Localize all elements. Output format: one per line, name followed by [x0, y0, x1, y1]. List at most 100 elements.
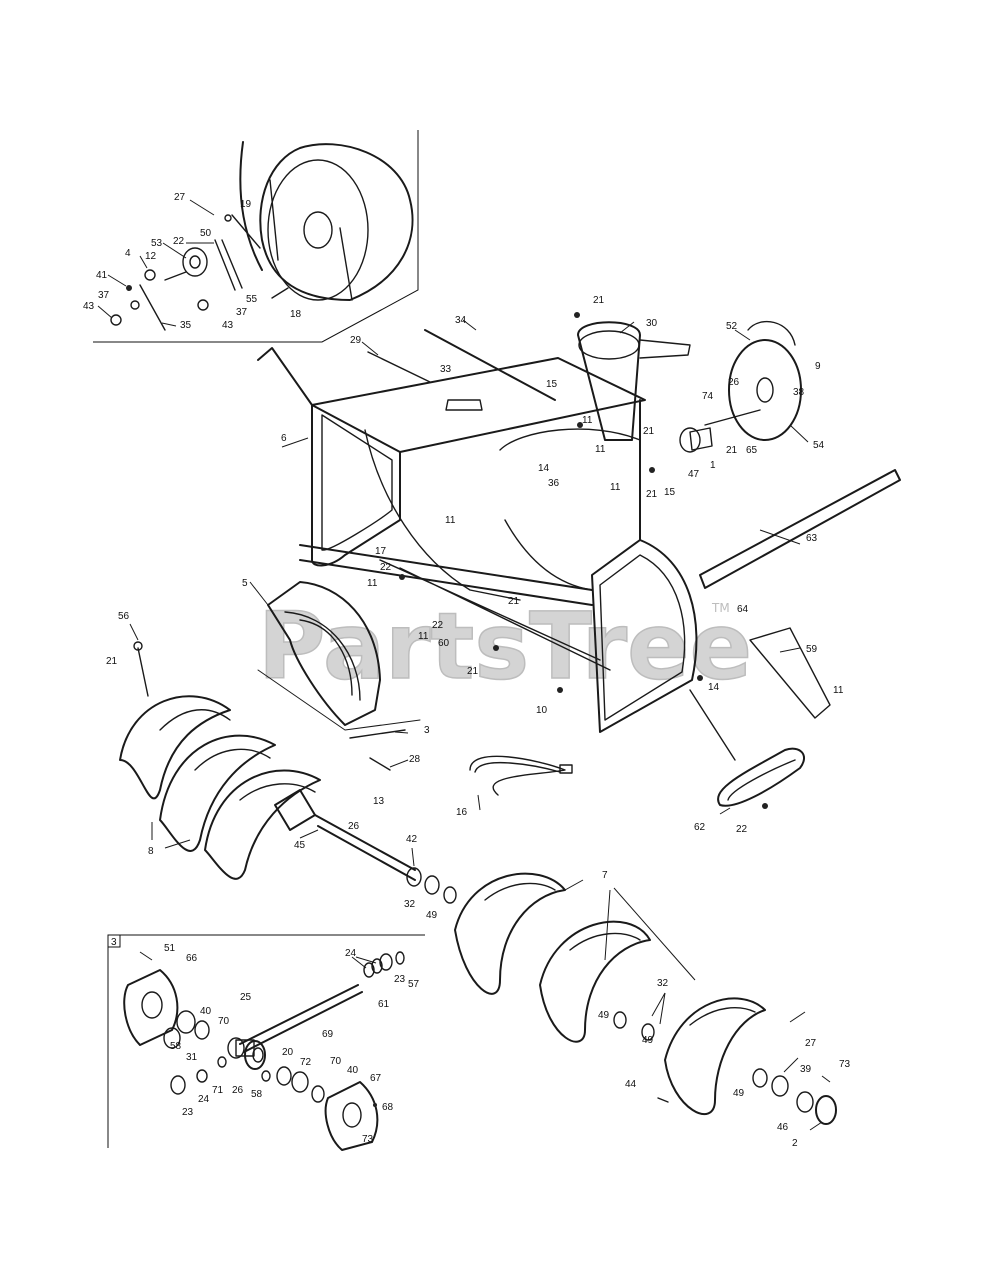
- callout-42: 42: [406, 834, 418, 845]
- callout-44: 44: [625, 1079, 637, 1090]
- callout-70b: 70: [330, 1056, 342, 1067]
- callout-19: 19: [240, 199, 252, 210]
- bearing: [182, 247, 208, 277]
- callout-49a: 49: [426, 910, 438, 921]
- callout-22: 22: [173, 236, 185, 247]
- bolt-19: [224, 214, 232, 222]
- chute-30: [577, 321, 641, 441]
- callout-52: 52: [726, 321, 738, 332]
- callout-40b: 40: [347, 1065, 359, 1076]
- callout-58b: 58: [251, 1089, 263, 1100]
- auger-flights-8: [119, 641, 321, 880]
- callout-29: 29: [350, 335, 362, 346]
- callout-15a: 15: [546, 379, 558, 390]
- panel-5: [267, 581, 381, 726]
- callout-58a: 58: [170, 1041, 182, 1052]
- callout-38: 38: [793, 387, 805, 398]
- callout-69: 69: [322, 1029, 334, 1040]
- callout-71: 71: [212, 1085, 224, 1096]
- callout-67: 67: [370, 1073, 382, 1084]
- rod-3: [349, 729, 406, 739]
- wheel-inset: [93, 130, 419, 343]
- callout-51: 51: [164, 943, 176, 954]
- callout-11c: 11: [610, 482, 621, 493]
- leader-lines: [97, 199, 831, 1131]
- callout-20: 20: [282, 1047, 294, 1058]
- callout-22a: 22: [380, 562, 392, 573]
- callout-2: 2: [792, 1138, 798, 1149]
- auger-housing: [257, 312, 901, 809]
- callout-49c: 49: [642, 1035, 654, 1046]
- callout-21f: 21: [106, 656, 118, 667]
- wheel-hub: [303, 211, 333, 249]
- housing-66: [123, 969, 179, 1046]
- housing-top-beam: [311, 357, 646, 453]
- rod-29: [367, 351, 431, 383]
- callout-73a: 73: [839, 1059, 851, 1070]
- shaft-45: [314, 814, 416, 871]
- callout-40a: 40: [200, 1006, 212, 1017]
- gear-20: [244, 1040, 266, 1070]
- bushing-32: [424, 875, 440, 895]
- wheel-brackets: [269, 179, 353, 301]
- callout-43: 43: [83, 301, 95, 312]
- pin-56: [137, 647, 149, 697]
- callout-61: 61: [378, 999, 390, 1010]
- callout-24b: 24: [198, 1094, 210, 1105]
- housing-67: [324, 1081, 379, 1151]
- gearbox-45: [274, 789, 316, 831]
- callout-57: 57: [408, 979, 420, 990]
- callout-62: 62: [694, 822, 706, 833]
- callout-73b: 73: [362, 1134, 374, 1145]
- callout-14b: 14: [708, 682, 720, 693]
- bracket-33: [445, 399, 483, 411]
- callout-21c: 21: [726, 445, 738, 456]
- spring-35: [139, 284, 166, 331]
- bushing-31: [227, 1037, 245, 1059]
- callout-46: 46: [777, 1122, 789, 1133]
- bracket-plate: [214, 239, 243, 291]
- callout-9: 9: [815, 361, 821, 372]
- callout-5: 5: [242, 578, 248, 589]
- flange-2: [815, 1095, 837, 1125]
- callout-55: 55: [246, 294, 258, 305]
- callout-49d: 49: [733, 1088, 745, 1099]
- callout-1: 1: [710, 460, 716, 471]
- callout-50: 50: [200, 228, 212, 239]
- crank-rod-34: [424, 329, 556, 401]
- gearbox-inset-border: [107, 934, 425, 1148]
- callout-7: 7: [602, 870, 608, 881]
- wheel-rim: [267, 159, 369, 301]
- callout-25: 25: [240, 992, 252, 1003]
- callout-64: 64: [737, 604, 749, 615]
- callout-14a: 14: [538, 463, 550, 474]
- gearbox-inset: [107, 934, 425, 1151]
- wheel-inset-border: [93, 130, 419, 343]
- auger-shaft: [314, 729, 457, 904]
- callout-18: 18: [290, 309, 302, 320]
- callout-59: 59: [806, 644, 818, 655]
- side-plate-top: [257, 347, 313, 406]
- callout-15b: 15: [664, 487, 676, 498]
- inset-label-3: 3: [111, 937, 117, 948]
- callout-37: 37: [98, 290, 110, 301]
- callout-11e: 11: [367, 578, 378, 589]
- callout-labels: 27 19 50 22 53 4 12 41 37 43 35 55 37 43…: [83, 192, 851, 1149]
- callout-11d: 11: [445, 515, 456, 526]
- bolt-18: [271, 287, 289, 299]
- callout-41: 41: [96, 270, 108, 281]
- drive-rod-63: [699, 469, 901, 589]
- callout-31: 31: [186, 1052, 198, 1063]
- callout-11a: 11: [582, 415, 593, 426]
- lever: [144, 269, 156, 281]
- callout-16: 16: [456, 807, 468, 818]
- callout-21a: 21: [593, 295, 605, 306]
- callout-43b: 43: [222, 320, 234, 331]
- callout-21e: 21: [508, 596, 520, 607]
- scraper-bar: [299, 544, 593, 606]
- bushing-49: [443, 886, 457, 904]
- callout-22b: 22: [432, 620, 444, 631]
- callout-27: 27: [174, 192, 186, 203]
